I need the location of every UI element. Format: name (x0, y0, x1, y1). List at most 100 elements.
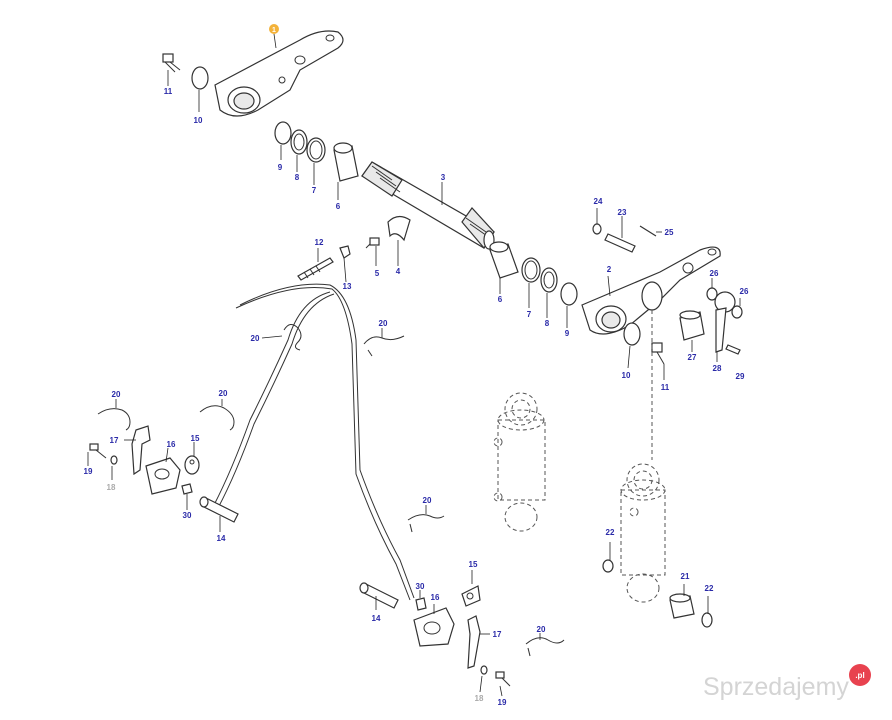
bushing-6-upper (333, 142, 359, 200)
label-20: 20 (537, 625, 546, 634)
label-25: 25 (665, 228, 674, 237)
label-12: 12 (315, 238, 324, 247)
bolt-11-top (162, 53, 181, 86)
label-7: 7 (527, 310, 532, 319)
label-20: 20 (112, 390, 121, 399)
block-16-left (145, 447, 181, 495)
label-20: 20 (379, 319, 388, 328)
label-9: 9 (565, 329, 570, 338)
label-18: 18 (475, 694, 484, 703)
cross-shaft (361, 161, 495, 250)
rod-12 (297, 248, 334, 281)
ring-22-a (602, 542, 614, 573)
label-20: 20 (219, 389, 228, 398)
bushing-6-lower (489, 241, 519, 294)
block-16-center (413, 604, 455, 647)
label-19: 19 (84, 467, 93, 476)
label-6: 6 (498, 295, 503, 304)
label-14: 14 (217, 534, 226, 543)
rings-lower (521, 257, 578, 328)
lift-arm-right (581, 246, 721, 335)
label-21: 21 (681, 572, 690, 581)
parts-26-27-28-29 (679, 278, 743, 362)
rings-upper (274, 121, 326, 185)
label-28: 28 (713, 364, 722, 373)
cylinder-center (493, 392, 546, 532)
label-26: 26 (710, 269, 719, 278)
watermark-text: Sprzedajemy (703, 673, 849, 701)
label-17: 17 (493, 630, 502, 639)
clip-20-e (407, 505, 445, 533)
clip-20-d (199, 399, 235, 431)
label-30: 30 (183, 511, 192, 520)
plate-15-center (461, 570, 481, 607)
bushing-21 (669, 584, 695, 619)
label-2: 2 (607, 265, 612, 274)
bracket-17-center (467, 615, 490, 669)
label-20: 20 (423, 496, 432, 505)
label-14: 14 (372, 614, 381, 623)
label-15: 15 (469, 560, 478, 569)
label-6: 6 (336, 202, 341, 211)
label-9: 9 (278, 163, 283, 172)
bolt-11-right (651, 342, 665, 380)
label-19: 19 (498, 698, 507, 707)
clip-20-c (97, 399, 131, 431)
label-7: 7 (312, 186, 317, 195)
label-13: 13 (343, 282, 352, 291)
label-30: 30 (416, 582, 425, 591)
nut-18-left (110, 455, 118, 480)
bolt-19-center (495, 671, 511, 697)
cylinder-right (620, 463, 666, 603)
label-18: 18 (107, 483, 116, 492)
label-5: 5 (375, 269, 380, 278)
label-27: 27 (688, 353, 697, 362)
clip-20-b (363, 328, 405, 357)
handle-14-left (199, 496, 239, 532)
watermark-badge-text: .pl (855, 671, 864, 680)
nut-18-center (479, 665, 488, 693)
label-16: 16 (167, 440, 176, 449)
nut-13 (339, 245, 351, 283)
watermark: Sprzedajemy .pl (703, 664, 871, 701)
label-17: 17 (110, 436, 119, 445)
parts-23-24-25 (592, 208, 662, 253)
screw-5 (365, 237, 380, 266)
ring-22-b (701, 596, 713, 628)
label-11: 11 (164, 87, 173, 96)
bracket-17-left (124, 425, 151, 476)
label-23: 23 (618, 208, 627, 217)
washer-10-top (191, 66, 209, 112)
svg-text:1: 1 (272, 27, 276, 34)
label-29: 29 (736, 372, 745, 381)
label-10: 10 (194, 116, 203, 125)
label-4: 4 (396, 267, 401, 276)
bushing-30-left (181, 483, 193, 510)
label-10: 10 (622, 371, 631, 380)
bushing-30-center (415, 590, 427, 611)
part-labels: 11 10 9 8 7 6 3 4 5 12 13 6 7 8 9 2 24 2… (84, 87, 749, 707)
label-16: 16 (431, 593, 440, 602)
clip-20-f (525, 633, 565, 657)
label-8: 8 (545, 319, 550, 328)
lift-arm-left (214, 30, 344, 117)
plate-15-left (184, 442, 200, 475)
label-3: 3 (441, 173, 446, 182)
clip-4 (387, 215, 411, 266)
handle-14-center (359, 582, 399, 610)
label-11: 11 (661, 383, 670, 392)
bolt-19-left (87, 443, 107, 466)
cables (213, 283, 415, 601)
label-24: 24 (594, 197, 603, 206)
washer-10-right (623, 322, 641, 369)
label-15: 15 (191, 434, 200, 443)
label-22: 22 (606, 528, 615, 537)
label-20: 20 (251, 334, 260, 343)
watermark-badge-icon (849, 664, 871, 686)
clip-20-a (261, 324, 302, 351)
label-8: 8 (295, 173, 300, 182)
badge-1: 1 (269, 24, 279, 49)
label-26: 26 (740, 287, 749, 296)
label-22: 22 (705, 584, 714, 593)
